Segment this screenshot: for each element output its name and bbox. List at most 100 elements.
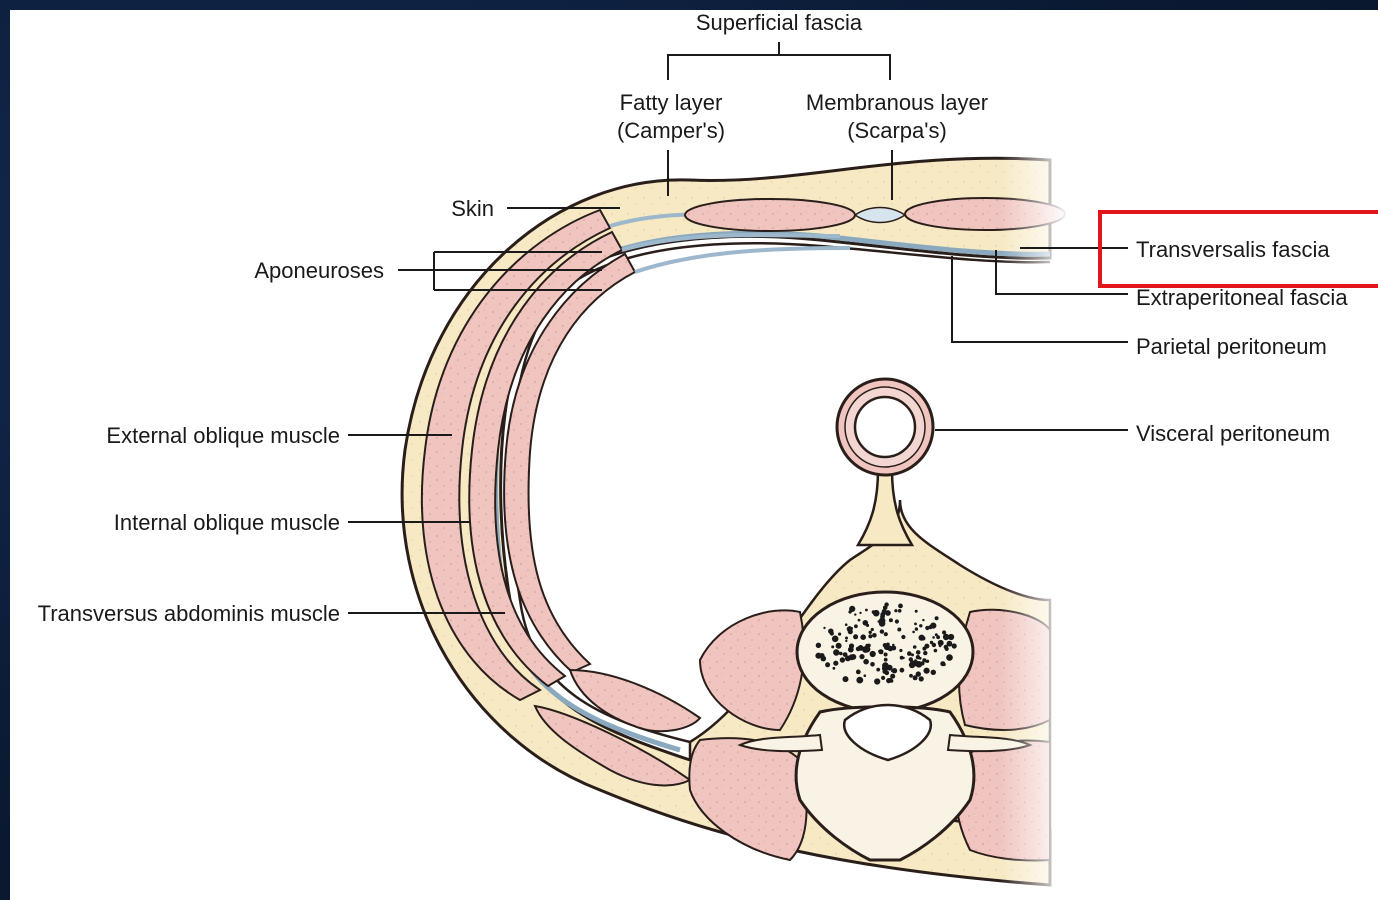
label-superficial-fascia: Superficial fascia: [696, 10, 863, 35]
label-visceral-peritoneum: Visceral peritoneum: [1136, 421, 1330, 446]
bone-spot: [878, 620, 881, 623]
bone-spot: [914, 659, 917, 662]
bone-spot: [935, 616, 939, 620]
bone-spot: [831, 645, 834, 648]
rectus-abdominis-left: [685, 199, 855, 231]
bone-spot: [891, 670, 894, 673]
bone-spot: [845, 637, 848, 640]
bone-spot: [859, 654, 864, 659]
bone-spot: [890, 674, 895, 679]
bone-spot: [858, 619, 861, 622]
psoas-muscle-left: [700, 610, 804, 730]
bone-spot: [919, 635, 925, 641]
bone-spot: [924, 668, 930, 674]
bone-spot: [942, 663, 945, 666]
bone-spot: [913, 675, 918, 680]
bone-spot: [854, 624, 858, 628]
bone-spot: [932, 643, 936, 647]
bone-spot: [880, 612, 885, 617]
bone-spot: [911, 653, 914, 656]
bone-spot: [880, 629, 884, 633]
mesentery: [858, 470, 912, 545]
bone-spot: [948, 635, 951, 638]
bone-spot: [873, 610, 880, 617]
bone-spot: [864, 674, 867, 677]
label-external-oblique-muscle: External oblique muscle: [106, 423, 340, 448]
bone-spot: [915, 627, 918, 630]
bone-spot: [823, 627, 825, 629]
bone-spot: [888, 666, 892, 670]
bone-spot: [840, 657, 845, 662]
bone-spot: [849, 606, 855, 612]
bone-spot: [898, 609, 902, 613]
bone-spot: [931, 670, 936, 675]
bone-spot: [914, 623, 917, 626]
bone-spot: [916, 650, 921, 655]
bone-spot: [856, 670, 861, 675]
bone-spot: [868, 634, 872, 638]
bone-spot: [843, 676, 849, 682]
bone-spot: [901, 635, 905, 639]
bowel-lumen: [855, 397, 915, 457]
label-transversus-abdominis-muscle: Transversus abdominis muscle: [38, 601, 340, 626]
label-fatty-layer-campers: (Camper's): [617, 118, 725, 143]
intestine-loop: [837, 379, 933, 545]
bone-spot: [870, 651, 876, 657]
bone-spot: [900, 656, 904, 660]
bone-spot: [919, 624, 922, 627]
bone-spot: [922, 619, 924, 621]
bone-spot: [897, 628, 901, 632]
bone-spot: [856, 647, 861, 652]
superficial-fascia-bracket: [668, 42, 890, 80]
bone-spot: [899, 649, 902, 652]
bone-spot: [869, 631, 872, 634]
label-fatty-layer: Fatty layer: [620, 90, 723, 115]
bone-spot: [898, 604, 903, 609]
bone-spot: [947, 641, 953, 647]
label-membranous-layer-scarpas: (Scarpa's): [847, 118, 947, 143]
bone-spot: [892, 644, 895, 647]
label-membranous-layer: Membranous layer: [806, 90, 988, 115]
bone-spot: [930, 623, 936, 629]
bone-spot: [885, 610, 891, 616]
bone-spot: [874, 678, 880, 684]
label-parietal-peritoneum: Parietal peritoneum: [1136, 334, 1327, 359]
bone-spot: [845, 640, 847, 642]
bone-spot: [881, 676, 885, 680]
bone-spot: [940, 642, 943, 645]
bone-spot: [884, 632, 888, 636]
bone-spot: [884, 658, 888, 662]
label-internal-oblique-muscle: Internal oblique muscle: [114, 510, 340, 535]
label-skin: Skin: [451, 196, 494, 221]
bone-spot: [836, 643, 841, 648]
bone-spot: [832, 636, 839, 643]
bone-spot: [848, 647, 854, 653]
bone-spot: [913, 645, 917, 649]
bone-spot: [912, 631, 915, 634]
bone-spot: [925, 660, 928, 663]
label-transversalis-fascia: Transversalis fascia: [1136, 237, 1330, 262]
bone-spot: [919, 657, 922, 660]
bone-spot: [848, 629, 853, 634]
spine-region: [689, 500, 1050, 861]
bone-spot: [919, 676, 924, 681]
bone-spot: [864, 646, 871, 653]
bone-spot: [946, 654, 953, 661]
bone-spot: [900, 668, 905, 673]
bone-spot: [884, 602, 888, 606]
bone-spot: [924, 644, 929, 649]
bone-spot: [889, 618, 893, 622]
bone-spot: [845, 623, 848, 626]
bone-spot: [882, 665, 888, 671]
right-fade: [1000, 140, 1070, 900]
bone-spot: [825, 662, 830, 667]
bone-spot: [884, 653, 888, 657]
bone-spot: [915, 610, 918, 613]
bone-spot: [863, 659, 869, 665]
bone-spot: [833, 667, 836, 670]
bone-spot: [839, 652, 843, 656]
bone-spot: [923, 651, 927, 655]
bone-spot: [865, 609, 868, 612]
diagram-labels: Superficial fascia Fatty layer (Camper's…: [38, 10, 1349, 626]
